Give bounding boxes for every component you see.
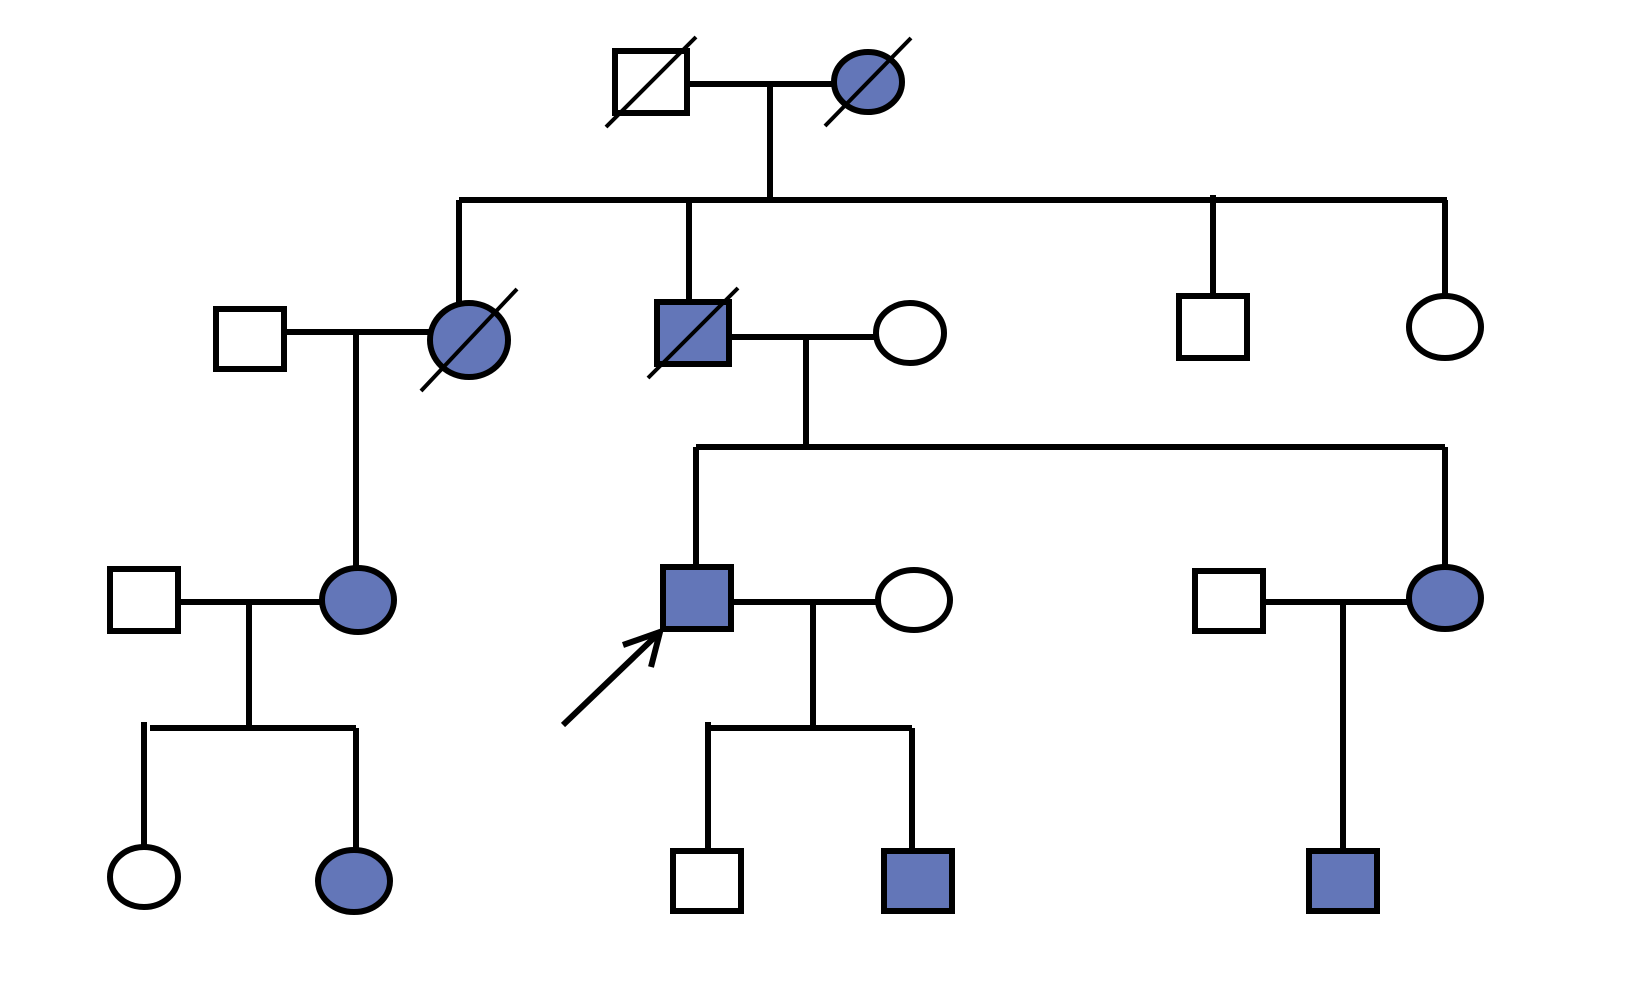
- individual-gen3-proband: [660, 564, 734, 632]
- individual-gen3-spouse-husband-right: [1192, 568, 1266, 634]
- individual-gen3-spouse-wife: [875, 567, 953, 633]
- unaffected-female-circle: [1406, 293, 1484, 361]
- unaffected-male-square: [107, 566, 181, 634]
- deceased-slash: [604, 35, 698, 129]
- individual-gen1-mother: [823, 36, 913, 128]
- individual-gen2-daughter-1: [419, 287, 519, 393]
- individual-gen2-son-2: [1176, 293, 1250, 361]
- affected-male-square: [1306, 848, 1380, 914]
- unaffected-male-square: [1192, 568, 1266, 634]
- affected-male-square: [660, 564, 734, 632]
- individual-gen2-spouse-wife: [873, 300, 947, 366]
- individual-gen2-son-1: [646, 286, 740, 380]
- affected-female-circle: [319, 565, 397, 635]
- proband-arrow-shaft: [560, 631, 661, 728]
- proband-arrow-head: [622, 627, 665, 668]
- proband-marker: [560, 627, 665, 728]
- individual-gen4-daughter-1: [107, 844, 181, 910]
- individual-gen2-spouse-husband: [213, 306, 287, 372]
- individual-gen4-son-2: [881, 848, 955, 914]
- affected-female-circle: [315, 847, 393, 915]
- individual-gen4-daughter-2: [315, 847, 393, 915]
- pedigree-connectors: [141, 81, 1448, 851]
- pedigree-symbols: [107, 35, 1484, 915]
- affected-female-circle: [1406, 564, 1484, 632]
- individual-gen3-spouse-husband-left: [107, 566, 181, 634]
- individual-gen3-sister-right: [1406, 564, 1484, 632]
- individual-gen4-son-1: [670, 848, 744, 914]
- unaffected-female-circle: [873, 300, 947, 366]
- individual-gen3-daughter-left: [319, 565, 397, 635]
- individual-gen4-son-3: [1306, 848, 1380, 914]
- deceased-slash: [419, 287, 519, 393]
- individual-gen2-daughter-2: [1406, 293, 1484, 361]
- deceased-slash: [823, 36, 913, 128]
- unaffected-female-circle: [107, 844, 181, 910]
- affected-male-square: [881, 848, 955, 914]
- individual-gen1-father: [604, 35, 698, 129]
- unaffected-male-square: [1176, 293, 1250, 361]
- unaffected-female-circle: [875, 567, 953, 633]
- unaffected-male-square: [670, 848, 744, 914]
- deceased-slash: [646, 286, 740, 380]
- unaffected-male-square: [213, 306, 287, 372]
